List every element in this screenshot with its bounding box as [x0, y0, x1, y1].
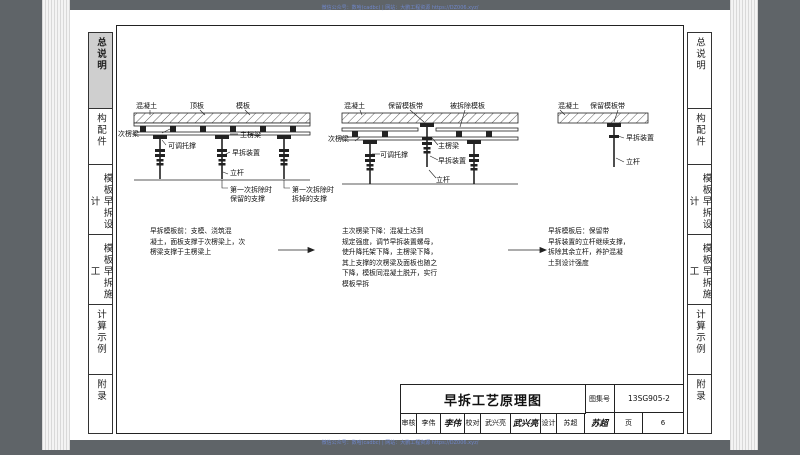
label-main-beam: 主楞梁 [438, 141, 459, 150]
viewer-page-edge-right [730, 0, 758, 450]
page-number: 6 [660, 419, 666, 427]
label-concrete: 混凝土 [136, 101, 157, 110]
label-adjustable-support: 可调托撑 [168, 141, 196, 150]
check-label: 校对 [465, 413, 481, 433]
atlas-no-label: 图集号 [585, 385, 615, 413]
label-retained-strip: 保留模板带 [590, 101, 625, 110]
process-arrows [278, 246, 548, 254]
label-pole: 立杆 [436, 175, 450, 184]
tab-formwork-construction[interactable]: 模板早拆施工 [89, 235, 113, 305]
viewer-page-edge-left [42, 0, 70, 450]
secondary-beams [140, 126, 296, 132]
chapter-tabs-right: 总说明 构配件 模板早拆设计 模板早拆施工 计算示例 附录 [687, 32, 712, 434]
label-early-strip-device: 早拆装置 [626, 133, 654, 142]
main-beam [133, 131, 311, 136]
tab-general-notes[interactable]: 总说明 [89, 33, 112, 109]
review-label: 审核 [401, 413, 417, 433]
watermark-bottom: 微信公众号：数哈(cadbc) | 网站：大鹏工程资源 https://DZ00… [321, 440, 479, 446]
diagram-before-stripping: 混凝土 顶板 模板 次楞梁 可调托撑 主楞梁 早拆装置 立杆 第一次拆除时保留的… [118, 101, 334, 203]
diagram-beams-lowered: 混凝土 保留模板带 被拆除模板 次楞梁 可调托撑 主楞梁 早拆装置 立杆 [328, 101, 519, 185]
checker-signature: 武兴亮 [511, 413, 541, 433]
label-early-strip-device: 早拆装置 [438, 156, 466, 165]
label-secondary-beam: 次楞梁 [118, 129, 139, 138]
tab-formwork-design[interactable]: 模板早拆设计 [688, 165, 712, 235]
process-diagrams: 混凝土 顶板 模板 次楞梁 可调托撑 主楞梁 早拆装置 立杆 第一次拆除时保留的… [118, 101, 654, 254]
label-retained-strip: 保留模板带 [388, 101, 423, 110]
drawing-title: 早拆工艺原理图 [401, 385, 586, 414]
reviewer-signature: 李伟 [441, 413, 465, 433]
label-formwork: 模板 [236, 101, 250, 110]
note-removed-supports: 第一次拆除时拆掉的支撑 [292, 185, 334, 203]
page-label: 页 [615, 413, 643, 433]
tab-formwork-design[interactable]: 模板早拆设计 [89, 165, 113, 235]
label-concrete: 混凝土 [344, 101, 365, 110]
concrete-slab [557, 112, 649, 124]
chapter-tabs-left: 总说明 构配件 模板早拆设计 模板早拆施工 计算示例 附录 [88, 32, 113, 434]
removed-formwork-right [435, 127, 519, 132]
designer-name: 苏超 [557, 413, 585, 433]
caption-step2: 主次楞梁下降：混凝土达到 规定强度，调节早拆装置螺母， 使升降托架下降，主楞梁下… [342, 227, 438, 288]
title-block: 早拆工艺原理图 图集号 13SG905-2 审核 李伟 李伟 校对 武兴亮 武兴… [400, 384, 684, 434]
tab-appendix[interactable]: 附录 [95, 379, 106, 402]
tab-calculation-examples[interactable]: 计算示例 [688, 305, 711, 375]
label-slab: 顶板 [190, 101, 204, 110]
note-retained-supports: 第一次拆除时保留的支撑 [230, 185, 272, 203]
checker-name: 武兴亮 [481, 413, 511, 433]
label-adjustable-support: 可调托撑 [380, 150, 408, 159]
diagram-after-stripping: 混凝土 保留模板带 早拆装置 立杆 [557, 101, 654, 168]
caption-step1: 早拆模板前：支模、浇筑混 凝土，面板支撑于次楞梁上，次 楞梁支撑于主楞梁上 [150, 227, 246, 256]
tab-calculation-examples[interactable]: 计算示例 [89, 305, 112, 375]
designer-signature: 苏超 [585, 413, 615, 433]
concrete-slab [341, 112, 519, 124]
caption-step3: 早拆模板后：保留带 早拆装置的立杆继续支撑， 拆除其余立杆，养护混凝 土到设计强… [548, 227, 630, 267]
label-early-strip-device: 早拆装置 [232, 148, 260, 157]
removed-formwork-left [341, 127, 419, 132]
watermark-top: 微信公众号：数哈(cadbc) | 网站：大鹏工程资源 https://DZ00… [321, 5, 479, 11]
concrete-slab [133, 112, 311, 124]
tab-formwork-construction[interactable]: 模板早拆施工 [688, 235, 712, 305]
atlas-no: 13SG905-2 [615, 385, 683, 413]
label-pole: 立杆 [230, 168, 244, 177]
drawing-sheet: 微信公众号：数哈(cadbc) | 网站：大鹏工程资源 https://DZ00… [70, 5, 730, 446]
label-removed-formwork: 被拆除模板 [450, 101, 485, 110]
tab-components[interactable]: 构配件 [89, 109, 112, 165]
secondary-beams [352, 131, 492, 137]
tab-components[interactable]: 构配件 [688, 109, 711, 165]
formwork-panel [133, 122, 311, 127]
label-main-beam: 主楞梁 [240, 130, 261, 139]
tab-appendix[interactable]: 附录 [694, 379, 705, 402]
label-pole: 立杆 [626, 157, 640, 166]
label-secondary-beam: 次楞梁 [328, 134, 349, 143]
label-concrete: 混凝土 [558, 101, 579, 110]
design-label: 设计 [541, 413, 557, 433]
reviewer-name: 李伟 [417, 413, 441, 433]
tab-general-notes[interactable]: 总说明 [688, 33, 711, 109]
